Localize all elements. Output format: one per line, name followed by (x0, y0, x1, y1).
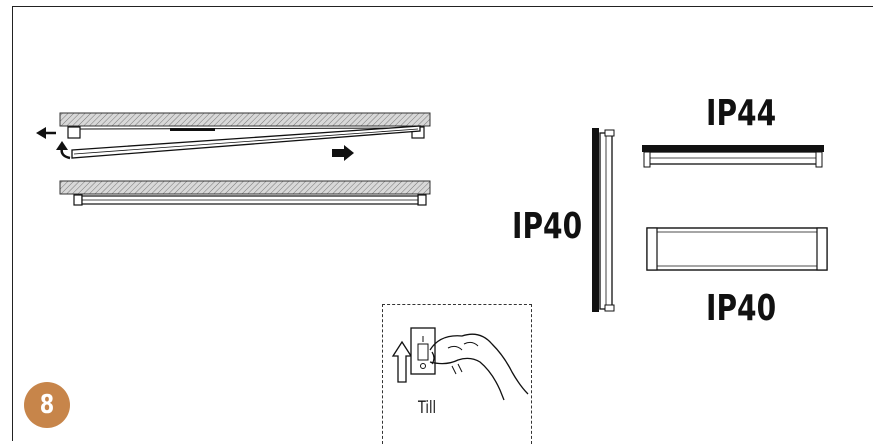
arrow-right-icon (332, 145, 354, 161)
hand-icon (429, 333, 529, 401)
label-ip40-box: IP40 (706, 288, 777, 329)
ceiling-bottom (59, 180, 431, 195)
fixture-mounted (73, 194, 427, 206)
label-till: Till (418, 398, 437, 418)
ceiling-top (59, 112, 431, 127)
fixture-vertical (592, 128, 615, 312)
arrow-left-icon (36, 127, 56, 139)
diagram-frame (12, 6, 873, 441)
label-ip40-vertical: IP40 (512, 206, 583, 247)
label-ip44: IP44 (706, 93, 777, 134)
curved-arrow-icon (56, 141, 71, 160)
fixture-ip40-box (646, 227, 828, 271)
step-badge: 8 (24, 382, 70, 428)
fixture-tilted (67, 125, 425, 159)
wall-switch-icon (410, 327, 436, 375)
switch-dashed-box (382, 304, 532, 444)
fixture-ip44 (642, 145, 824, 168)
step-number: 8 (39, 390, 55, 420)
arrow-up-icon (391, 340, 413, 383)
